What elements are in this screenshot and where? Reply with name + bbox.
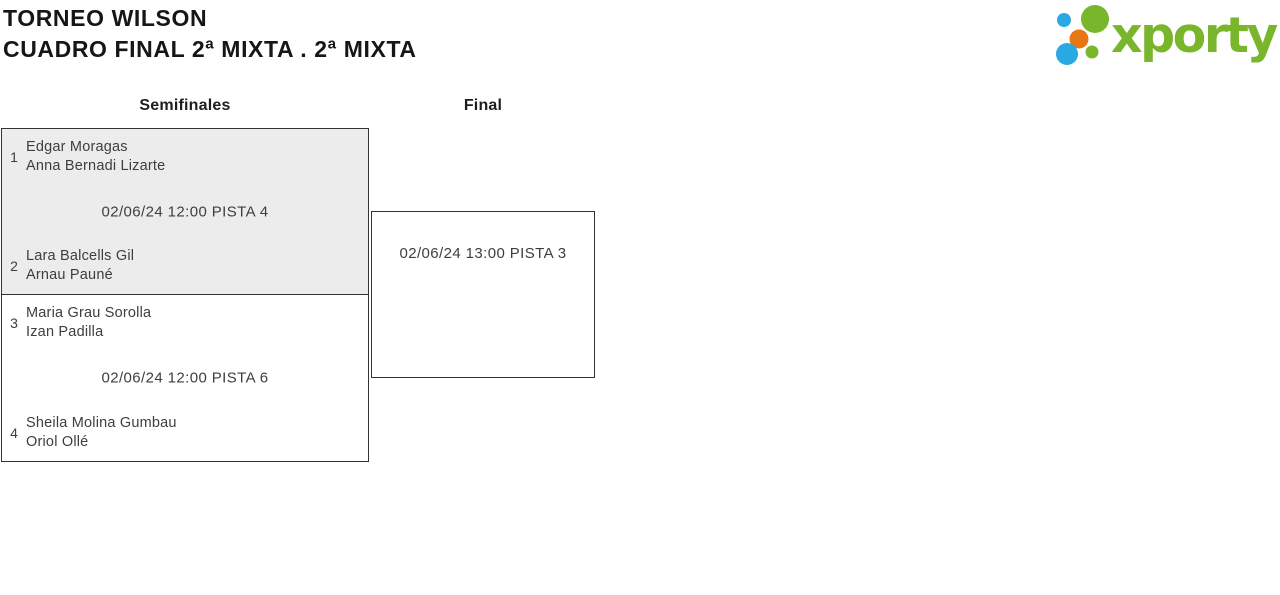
match-box-semifinal-1[interactable]: 1 Edgar Moragas Anna Bernadi Lizarte 02/…	[1, 128, 369, 295]
player-name: Anna Bernadi Lizarte	[26, 158, 166, 174]
match-box-semifinal-2[interactable]: 3 Maria Grau Sorolla Izan Padilla 02/06/…	[1, 294, 369, 462]
seed-number: 3	[10, 315, 18, 331]
team-slot: 2 Lara Balcells Gil Arnau Pauné	[2, 247, 368, 285]
bracket-subtitle: CUADRO FINAL 2ª MIXTA . 2ª MIXTA	[3, 36, 417, 62]
logo-dot-small-blue	[1057, 13, 1071, 27]
logo-dot-small-green	[1085, 45, 1099, 59]
logo-dot-big-blue	[1056, 43, 1078, 65]
team-players: Lara Balcells Gil Arnau Pauné	[26, 247, 134, 285]
team-players: Sheila Molina Gumbau Oriol Ollé	[26, 414, 177, 452]
match-schedule: 02/06/24 12:00 PISTA 6	[101, 369, 269, 387]
team-slot: 3 Maria Grau Sorolla Izan Padilla	[2, 304, 368, 342]
logo-dot-orange	[1069, 29, 1089, 49]
player-name: Oriol Ollé	[26, 434, 89, 450]
round-header-final: Final	[463, 97, 503, 114]
team-slot: 1 Edgar Moragas Anna Bernadi Lizarte	[2, 138, 368, 176]
round-header-semifinales: Semifinales	[139, 97, 231, 114]
player-name: Lara Balcells Gil	[26, 248, 135, 264]
seed-number: 2	[10, 258, 18, 274]
player-name: Maria Grau Sorolla	[26, 305, 152, 321]
xporty-logo-graphic: xporty	[1056, 5, 1280, 65]
team-slot: 4 Sheila Molina Gumbau Oriol Ollé	[2, 414, 368, 452]
player-name: Sheila Molina Gumbau	[26, 415, 177, 431]
player-name: Arnau Pauné	[26, 267, 113, 283]
match-schedule: 02/06/24 13:00 PISTA 3	[399, 245, 567, 262]
page-header: TORNEO WILSON CUADRO FINAL 2ª MIXTA . 2ª…	[3, 3, 417, 65]
player-name: Edgar Moragas	[26, 139, 128, 155]
seed-number: 1	[10, 149, 18, 165]
match-box-final[interactable]: 02/06/24 13:00 PISTA 3	[371, 211, 595, 378]
team-players: Edgar Moragas Anna Bernadi Lizarte	[26, 138, 165, 176]
match-schedule: 02/06/24 12:00 PISTA 4	[101, 203, 269, 220]
player-name: Izan Padilla	[26, 324, 104, 340]
logo-wordmark: xporty	[1111, 7, 1278, 64]
logo-dot-big-green	[1081, 5, 1109, 33]
tournament-title: TORNEO WILSON	[3, 5, 208, 31]
team-players: Maria Grau Sorolla Izan Padilla	[26, 304, 151, 342]
xporty-logo[interactable]: xporty	[1045, 2, 1280, 72]
seed-number: 4	[10, 425, 18, 441]
